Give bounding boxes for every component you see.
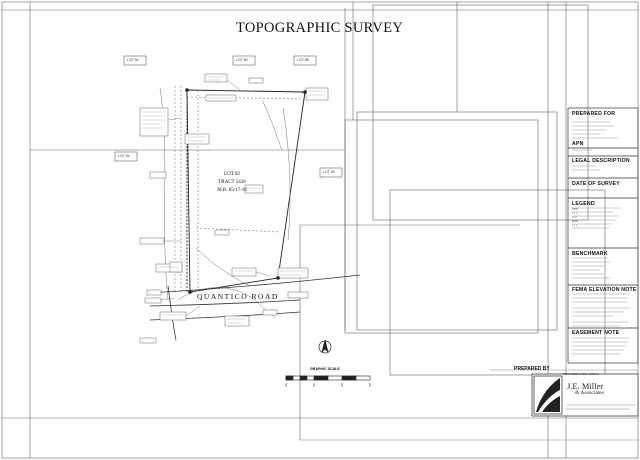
heading-date-of-survey: DATE OF SURVEY xyxy=(572,181,620,187)
heading-benchmark: BENCHMARK xyxy=(572,251,608,257)
north-arrow-icon xyxy=(318,339,332,354)
neighbor-lot-label: LOT 90 xyxy=(127,58,139,62)
easement-lines xyxy=(174,86,306,292)
graphic-scale-bar xyxy=(285,375,371,387)
neighbor-lot-label: LOT 88 xyxy=(297,58,309,62)
heading-apn: APN xyxy=(572,141,584,147)
road-lines xyxy=(149,274,361,341)
lot-info: LOT 92 TRACT 5436 M.B. 65/17-18 xyxy=(214,171,250,195)
drawing-title: TOPOGRAPHIC SURVEY xyxy=(236,20,404,36)
footer-lines xyxy=(300,369,638,441)
graphic-scale-label: GRAPHIC SCALE xyxy=(310,367,340,371)
leader-lines xyxy=(160,79,307,317)
neighbor-lot-label: LOT 89 xyxy=(236,58,248,62)
heading-fema-elevation-note: FEMA ELEVATION NOTE xyxy=(572,287,637,293)
heading-legend: LEGEND xyxy=(572,201,595,207)
heading-legal-description: LEGAL DESCRIPTION xyxy=(572,158,630,164)
company-logo-icon xyxy=(536,378,560,412)
prepared-by-label: PREPARED BY xyxy=(514,366,550,372)
title-block-frame xyxy=(567,107,639,364)
neighbor-lot-boxes xyxy=(114,55,343,178)
prepared-date: PREPARED DATE: 1/20/10 xyxy=(562,372,599,376)
road-name: QUANTICO ROAD xyxy=(197,292,279,301)
monument-markers xyxy=(185,88,307,294)
neighbor-lot-label: LOT 93 xyxy=(323,170,335,174)
callout-text-strokes xyxy=(142,76,326,324)
title-block-body-text xyxy=(572,121,630,355)
tract-number: TRACT 5436 xyxy=(218,180,246,185)
heading-easement-note: EASEMENT NOTE xyxy=(572,330,620,336)
map-book-ref: M.B. 65/17-18 xyxy=(217,188,247,193)
lot-number: LOT 92 xyxy=(224,172,240,177)
company-name: J.E. Miller xyxy=(567,381,604,391)
neighbor-lot-label: LOT 91 xyxy=(118,154,130,158)
heading-prepared-for: PREPARED FOR xyxy=(572,111,616,117)
topo-contours xyxy=(159,87,291,319)
company-name-line2: & Associates xyxy=(575,390,604,396)
